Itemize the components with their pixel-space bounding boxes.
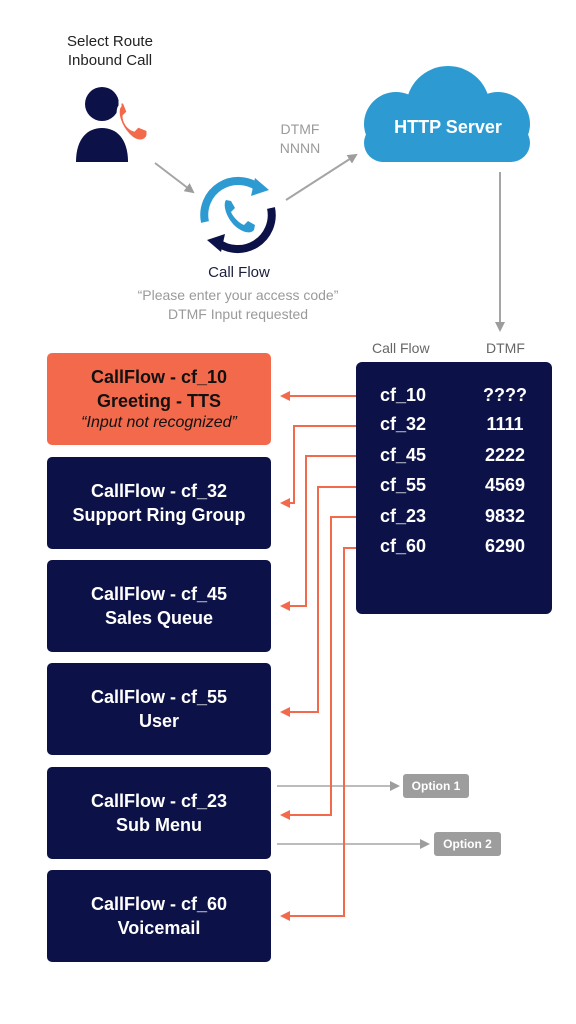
dtmf-label: DTMF NNNN [270,120,330,158]
destination-subtitle: Sales Queue [104,608,214,628]
callflow-title: Call Flow [208,264,270,281]
route-cf32 [280,425,356,508]
destination-title: CallFlow - cf_10 [90,367,228,387]
caller-label-line2: Inbound Call [67,52,153,69]
column-header-callflow: Call Flow [372,340,430,356]
table-cell-dtmf: 2222 [484,445,526,465]
destination-title: CallFlow - cf_55 [90,687,228,707]
option-1-badge: Option 1 [403,774,469,798]
option-2-badge: Option 2 [434,832,501,856]
caller-person-phone-icon [76,87,150,162]
destination-subtitle: Support Ring Group [72,505,246,525]
destination-cf45-sales-queue: CallFlow - cf_45 Sales Queue [47,560,271,652]
destination-subtitle: Sub Menu [116,815,202,835]
dtmf-mapping-table [356,362,552,614]
destination-title: CallFlow - cf_60 [90,894,228,914]
destination-title: CallFlow - cf_32 [90,481,228,501]
destination-subtitle: User [138,711,180,731]
destination-note: “Input not recognized” [81,414,237,431]
table-cell-dtmf: 1111 [486,414,524,434]
destination-title: CallFlow - cf_23 [90,791,228,811]
table-cell-dtmf: 6290 [484,536,526,556]
destination-cf32-support-ring-group: CallFlow - cf_32 Support Ring Group [47,457,271,549]
server-label: HTTP Server [394,117,502,137]
dtmf-label-line2: NNNN [279,140,321,156]
table-cell-callflow: cf_23 [380,506,427,526]
destination-cf55-user: CallFlow - cf_55 User [47,663,271,755]
callflow-prompt: “Please enter your access code” DTMF Inp… [88,286,388,324]
table-cell-callflow: cf_32 [380,414,427,434]
table-cell-callflow: cf_10 [380,385,427,405]
column-header-dtmf: DTMF [486,340,525,356]
destination-title: CallFlow - cf_45 [90,584,228,604]
table-cell-callflow: cf_45 [380,445,427,465]
route-cf45 [280,455,356,611]
destination-cf10-greeting: CallFlow - cf_10 Greeting - TTS “Input n… [47,353,271,445]
table-cell-dtmf: ???? [483,385,527,405]
table-cell-dtmf: 4569 [484,475,526,495]
cloud-icon [364,66,530,162]
route-cf23 [280,516,356,820]
table-cell-callflow: cf_55 [380,475,427,495]
caller-label: Select Route Inbound Call [40,32,180,70]
arrow-callflow-to-server [285,153,358,201]
route-cf55 [280,486,356,717]
table-cell-callflow: cf_60 [380,536,427,556]
callflow-prompt-text: “Please enter your access code” [137,287,339,303]
callflow-note-text: DTMF Input requested [167,306,309,322]
caller-label-line1: Select Route [67,33,153,50]
dtmf-label-line1: DTMF [280,121,320,137]
destination-subtitle: Voicemail [117,918,201,938]
call-flow-cycle-icon [200,176,276,254]
destination-cf23-sub-menu: CallFlow - cf_23 Sub Menu [47,767,271,859]
destination-subtitle: Greeting - TTS [96,391,221,411]
route-cf60 [280,547,356,921]
table-cell-dtmf: 9832 [484,506,526,526]
arrow-caller-to-callflow [154,162,195,194]
destination-cf60-voicemail: CallFlow - cf_60 Voicemail [47,870,271,962]
